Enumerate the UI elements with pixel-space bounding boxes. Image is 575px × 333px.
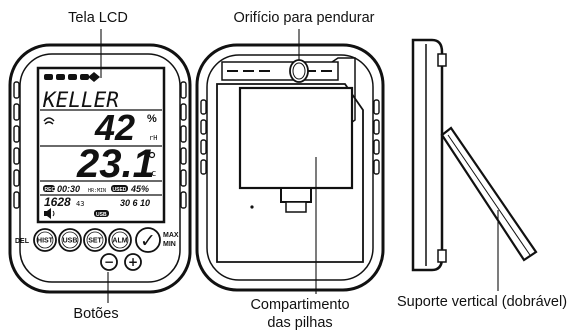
- plus-icon: +: [128, 255, 138, 269]
- lcd-humidity-unit-bottom: rH: [149, 134, 157, 142]
- label-battery-compartment-line2: das pilhas: [267, 315, 332, 331]
- minus-icon: −: [104, 255, 114, 269]
- label-lcd-screen: Tela LCD: [68, 10, 128, 26]
- side-cap-bottom: [437, 249, 447, 263]
- lcd-counter-value: 1628: [44, 195, 71, 209]
- label-buttons: Botões: [73, 306, 118, 322]
- max-label: MAX: [163, 232, 179, 239]
- lcd-location-name: KELLER: [42, 88, 119, 112]
- lcd-used-value: 45%: [130, 184, 149, 194]
- side-housing: [411, 38, 444, 272]
- battery-door: [238, 86, 354, 190]
- folding-stand: [440, 126, 538, 262]
- check-icon: ✓: [140, 230, 156, 252]
- battery-door-tab: [280, 187, 312, 203]
- side-cap-top: [437, 53, 447, 67]
- lcd-screen: [36, 66, 166, 224]
- radio-signal-icon: [43, 117, 55, 125]
- minus-button[interactable]: −: [100, 253, 118, 271]
- front-side-ribs: [13, 81, 187, 209]
- del-label: DEL: [15, 238, 30, 245]
- lcd-used-badge-label: USED: [113, 187, 127, 193]
- usb-button-label: USB: [63, 238, 78, 245]
- label-stand: Suporte vertical (dobrável): [397, 294, 567, 310]
- lcd-signal-segments: [44, 72, 100, 82]
- set-button-label: SET: [88, 238, 102, 245]
- lcd-rec-badge: [43, 185, 55, 192]
- lcd-usb-badge-label: USB: [96, 212, 107, 218]
- lcd-temperature-value: 23.1: [76, 142, 155, 186]
- battery-door-tab-inner: [285, 201, 307, 213]
- lcd-temperature-unit: c: [151, 169, 156, 179]
- alarm-speaker-icon: [44, 208, 55, 219]
- min-label: MIN: [163, 241, 176, 248]
- lcd-rec-badge-label: REC: [45, 187, 56, 193]
- hanging-hole-icon: [289, 59, 309, 83]
- plus-button[interactable]: +: [124, 253, 142, 271]
- side-view: [411, 38, 538, 272]
- label-hanging-hole: Orifício para pendurar: [233, 10, 374, 26]
- back-view: [195, 43, 385, 292]
- lcd-rec-time: 00:30: [57, 184, 80, 194]
- check-button[interactable]: ✓: [135, 227, 161, 253]
- lcd-rec-time-unit: HR:MIN: [88, 188, 106, 194]
- label-battery-compartment-line1: Compartimento: [250, 297, 349, 313]
- hist-button-label: HIST: [37, 238, 54, 245]
- battery-frame: [216, 83, 364, 263]
- back-side-ribs: [200, 99, 380, 175]
- hist-button[interactable]: HIST: [33, 228, 57, 252]
- lcd-degree-mark: [148, 151, 156, 159]
- leader-lines: [100, 29, 499, 303]
- folding-stand-edge: [447, 134, 531, 256]
- usb-button[interactable]: USB: [58, 228, 82, 252]
- lcd-counter-small: 43: [76, 200, 84, 208]
- alm-button-label: ALM: [112, 238, 127, 245]
- lcd-humidity-unit-top: %: [147, 113, 157, 125]
- alm-button[interactable]: ALM: [108, 228, 132, 252]
- lcd-humidity-value: 42: [94, 107, 135, 148]
- lcd-used-badge: [111, 185, 128, 192]
- lcd-usb-badge: [94, 210, 109, 217]
- back-screw-dot: [250, 205, 254, 209]
- front-view: KELLER 42 % rH 23.1 c REC 00:30 HR:MIN U…: [8, 43, 192, 294]
- set-button[interactable]: SET: [83, 228, 107, 252]
- lcd-date-value: 30 6 10: [120, 198, 150, 208]
